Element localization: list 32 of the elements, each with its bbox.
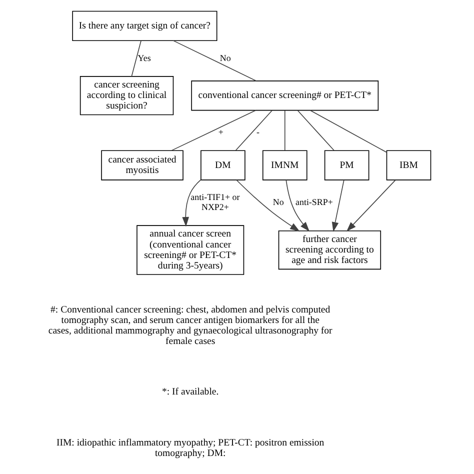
arrow bbox=[346, 180, 396, 232]
node-box: cancer screening according to clinical suspicion? bbox=[80, 76, 174, 116]
node-box: PM bbox=[324, 150, 370, 180]
edge-label: anti-TIF1+ or NXP2+ bbox=[190, 192, 240, 212]
connector bbox=[131, 40, 142, 77]
connector bbox=[310, 110, 388, 153]
connector bbox=[173, 40, 257, 82]
node-box: DM bbox=[200, 150, 246, 180]
connector bbox=[235, 110, 272, 151]
edge-label: No bbox=[272, 197, 284, 208]
arrow bbox=[236, 180, 300, 232]
label: #: Conventional cancer screening: chest, abdomen and pelvis computed tomography scan, and serum cancer antigen biomarkers for all the cases, additional mammography and gynaecological ultrasonography for female cases bbox=[48, 304, 332, 348]
edge-label: + bbox=[218, 126, 224, 137]
edge-label: Yes bbox=[138, 52, 151, 63]
arrow bbox=[286, 180, 310, 232]
node-box: conventional cancer screening# or PET-CT* bbox=[191, 80, 379, 111]
edge-label: - bbox=[256, 126, 260, 137]
label: IIM: idiopathic inflammatory myopathy; PET-CT: positron emission tomography; DM: bbox=[56, 437, 324, 459]
edge-label: No bbox=[220, 52, 231, 63]
node-box: Is there any target sign of cancer? bbox=[72, 10, 218, 42]
arrow bbox=[182, 179, 202, 227]
connector bbox=[297, 110, 334, 151]
node-box: IBM bbox=[386, 150, 432, 180]
label: *: If available. bbox=[162, 386, 219, 398]
node-box: annual cancer screen (conventional cancer screening# or PET-CT* during 3-5years) bbox=[136, 225, 244, 275]
node-box: further cancer screening according to age and risk factors bbox=[278, 230, 382, 270]
node-box: cancer associated myositis bbox=[101, 150, 184, 180]
edge-label: anti-SRP+ bbox=[296, 197, 333, 208]
arrow bbox=[332, 180, 344, 232]
connector bbox=[171, 110, 256, 151]
node-box: IMNM bbox=[262, 150, 308, 180]
connector bbox=[284, 110, 286, 151]
